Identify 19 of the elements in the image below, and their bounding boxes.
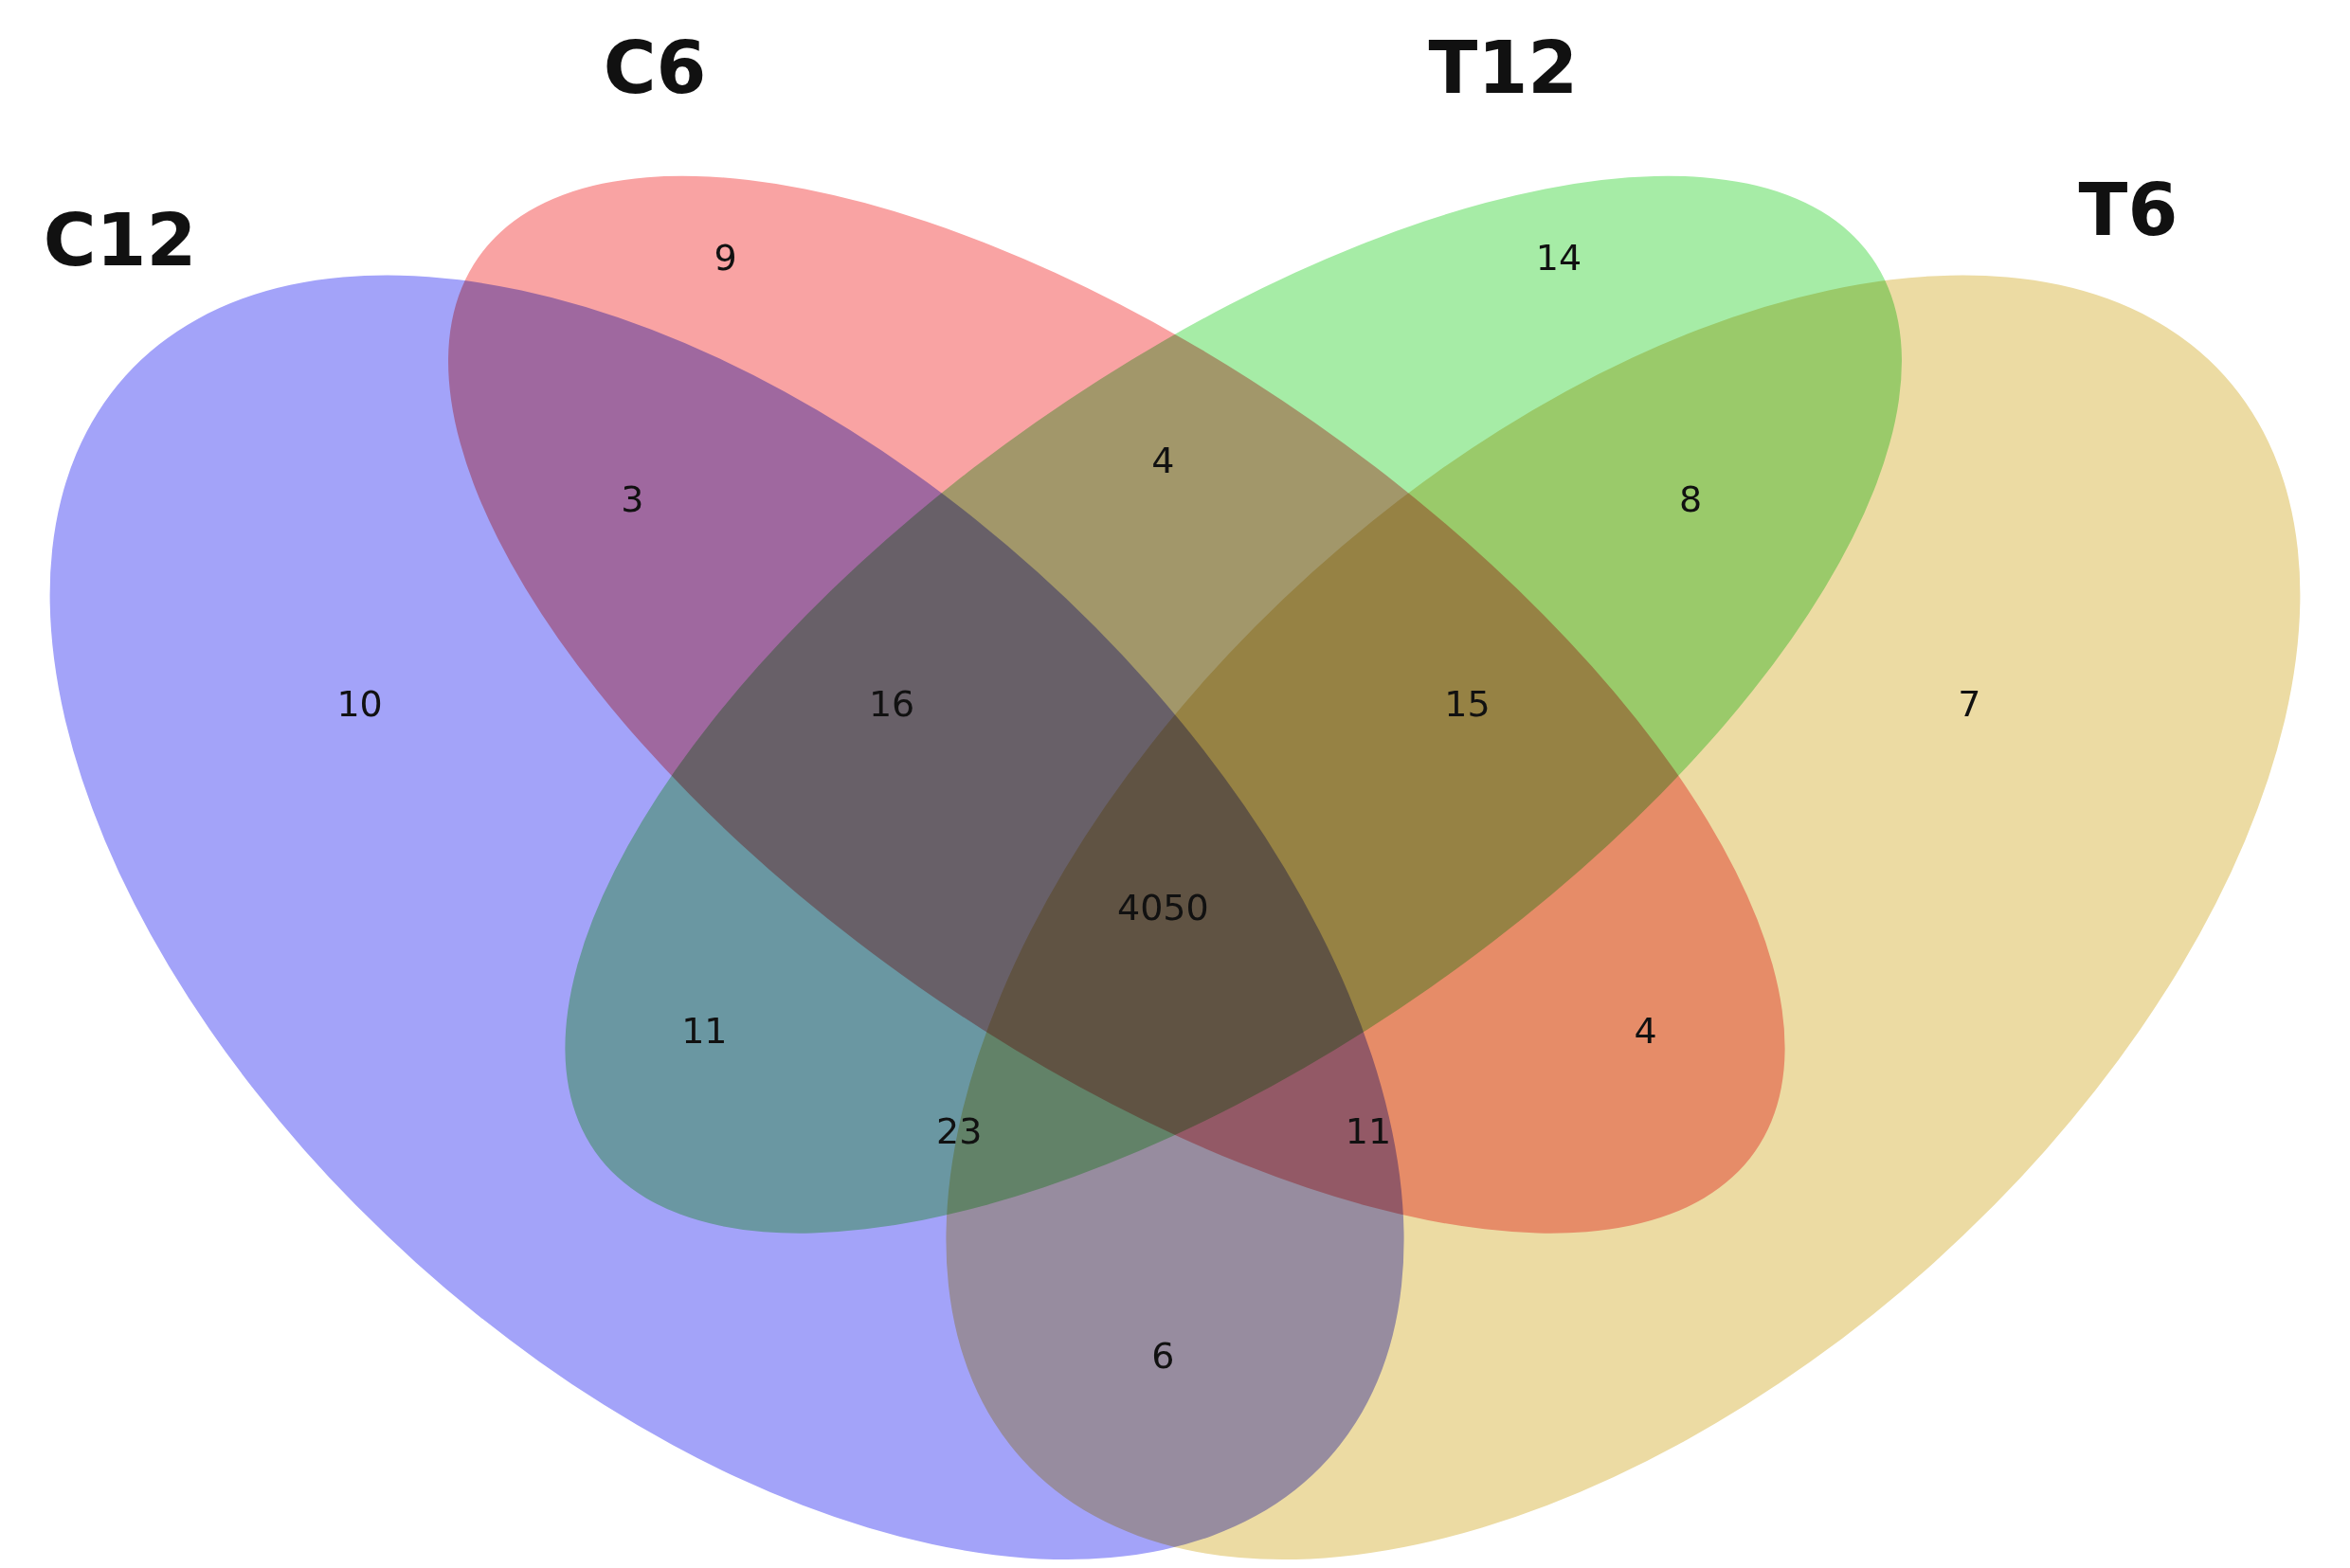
region-count: 4050 <box>1117 887 1209 929</box>
region-count: 9 <box>714 237 737 279</box>
region-count: 10 <box>336 683 383 726</box>
region-count: 11 <box>681 1010 728 1053</box>
region-count: 16 <box>868 683 915 726</box>
set-label: C12 <box>43 197 197 282</box>
region-count: 4 <box>1151 439 1175 481</box>
region-count: 8 <box>1679 478 1703 520</box>
region-count: 15 <box>1444 683 1491 726</box>
region-count: 7 <box>1958 683 1981 726</box>
region-count: 3 <box>621 478 644 520</box>
region-count: 6 <box>1151 1335 1175 1378</box>
set-label: T12 <box>1428 25 1579 110</box>
set-label: C6 <box>603 25 707 110</box>
region-count: 4 <box>1634 1010 1657 1053</box>
region-count: 14 <box>1535 237 1582 279</box>
region-count: 23 <box>936 1110 983 1153</box>
region-count: 11 <box>1345 1110 1392 1153</box>
set-label: T6 <box>2078 167 2178 252</box>
